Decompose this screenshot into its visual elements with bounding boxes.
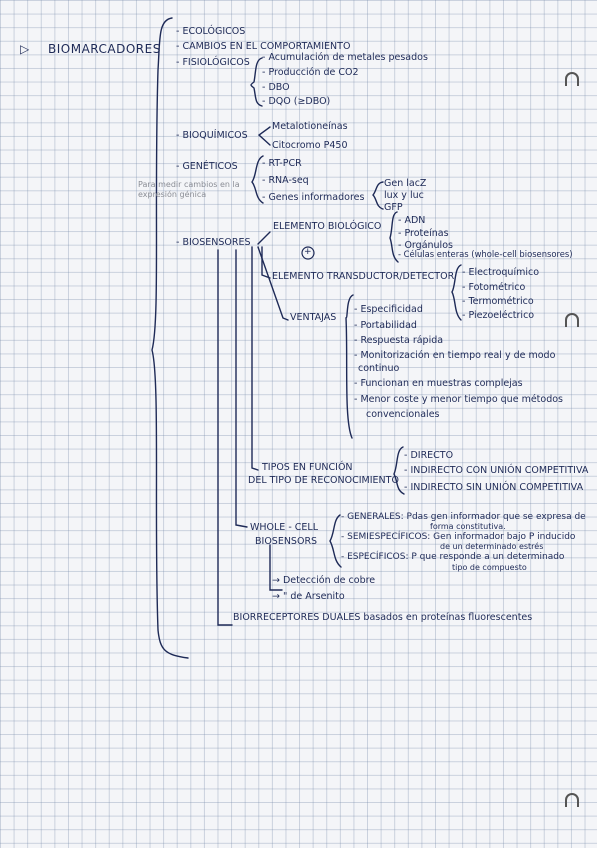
whole-cell-semiespecificos: de un determinado estrés (440, 542, 544, 551)
elemento-biologico-item: - Orgánulos (398, 240, 453, 251)
ventajas-item: - Respuesta rápida (354, 335, 444, 346)
whole-cell-label: WHOLE - CELL (250, 522, 318, 533)
ventajas-item: - Monitorización en tiempo real y de mod… (354, 350, 556, 361)
root-title: BIOMARCADORES (48, 42, 161, 56)
genes-informadores-item: GFP (384, 202, 403, 213)
ventajas-item: - Portabilidad (354, 320, 417, 331)
tipos-item: - INDIRECTO SIN UNIÓN COMPETITIVA (404, 482, 584, 493)
whole-cell-especificos: tipo de compuesto (452, 563, 527, 572)
ventajas-item: - Funcionan en muestras complejas (354, 378, 523, 389)
category-bioquimicos: - BIOQUÍMICOS (176, 130, 248, 141)
category-cambios: - CAMBIOS EN EL COMPORTAMIENTO (176, 41, 351, 52)
tipos-item: - INDIRECTO CON UNIÓN COMPETITIVA (404, 465, 589, 476)
binder-ring-icon (565, 313, 579, 327)
tipos-label: TIPOS EN FUNCIÓN (262, 462, 353, 473)
ventajas-item: convencionales (366, 409, 440, 420)
transductor-item: - Piezoeléctrico (462, 310, 535, 321)
whole-cell-generales: forma constitutiva. (430, 522, 506, 531)
elemento-biologico-item: - ADN (398, 215, 426, 226)
fisiologicos-item: - DQO (≥DBO) (262, 96, 331, 107)
bioquimicos-item: Citocromo P450 (272, 140, 348, 151)
whole-cell-semiespecificos: - SEMIESPECÍFICOS: Gen informador bajo P… (341, 532, 576, 542)
plus-sign: + (304, 247, 312, 257)
fisiologicos-item: - Producción de CO2 (262, 67, 359, 78)
elemento-biologico-item: - Células enteras (whole-cell biosensore… (398, 249, 573, 259)
geneticos-item: - RNA-seq (262, 175, 309, 186)
geneticos-item: - Genes informadores (262, 192, 365, 203)
ventajas-item: - Especificidad (354, 304, 423, 315)
genes-informadores-item: lux y luc (384, 190, 424, 201)
tipos-item: - DIRECTO (404, 450, 454, 461)
elemento-biologico-label: ELEMENTO BIOLÓGICO (273, 221, 382, 232)
transductor-item: - Termométrico (462, 296, 534, 307)
ventajas-item: continuo (358, 363, 400, 374)
binder-ring-icon (565, 72, 579, 86)
ventajas-item: - Menor coste y menor tiempo que métodos (354, 394, 563, 405)
transductor-item: - Electroquímico (462, 267, 540, 278)
elemento-biologico-item: - Proteínas (398, 228, 449, 239)
binder-ring-icon (565, 793, 579, 807)
ventajas-label: VENTAJAS (290, 312, 337, 323)
root-arrow-icon: ▷ (20, 42, 30, 56)
whole-cell-label: BIOSENSORS (255, 536, 318, 547)
tipos-label: DEL TIPO DE RECONOCIMIENTO (248, 475, 399, 486)
category-ecologicos: - ECOLÓGICOS (176, 26, 246, 37)
genes-informadores-item: Gen lacZ (384, 178, 427, 189)
whole-cell-generales: - GENERALES: Pdas gen informador que se … (341, 512, 586, 522)
fisiologicos-item: - DBO (262, 82, 290, 93)
category-geneticos: - GENÉTICOS (176, 161, 238, 172)
fisiologicos-item: - Acumulación de metales pesados (262, 52, 428, 63)
biorreceptores-label: BIORRECEPTORES DUALES basados en proteín… (233, 612, 533, 623)
geneticos-item: - RT-PCR (262, 158, 302, 169)
elemento-transductor-label: ELEMENTO TRANSDUCTOR/DETECTOR (272, 271, 455, 282)
category-biosensores: - BIOSENSORES (176, 237, 251, 248)
geneticos-note: Para medir cambios en la expresión génic… (138, 180, 240, 200)
bioquimicos-item: Metalotioneínas (272, 121, 348, 132)
category-fisiologicos: - FISIOLÓGICOS (176, 57, 250, 68)
deteccion-item: → " de Arsenito (272, 591, 345, 602)
whole-cell-especificos: - ESPECÍFICOS: P que responde a un deter… (341, 552, 565, 562)
deteccion-item: → Detección de cobre (272, 575, 376, 586)
transductor-item: - Fotométrico (462, 282, 526, 293)
